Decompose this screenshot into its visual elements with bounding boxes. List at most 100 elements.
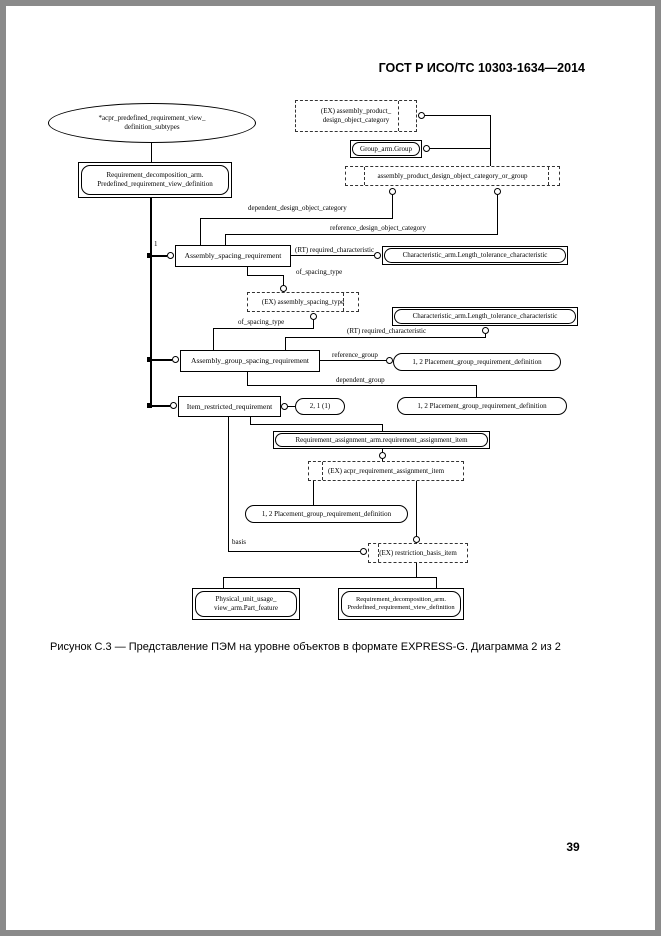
node-or-group-select: assembly_product_design_object_category_… [345,166,560,186]
connector-line [223,577,437,578]
relation-circle [418,112,425,119]
connector-line [382,459,383,461]
relation-circle [494,188,501,195]
page-header: ГОСТ Р ИСО/ТС 10303-1634—2014 [378,61,585,75]
node-req-decomp-top: Requirement_decomposition_arm. Predefine… [78,162,232,198]
connector-line [225,235,226,245]
node-text: Assembly_spacing_requirement [184,251,282,261]
connector-line [416,481,417,536]
connector-line [436,578,437,588]
node-physical-unit-part-feature: Physical_unit_usage_ view_arm.Part_featu… [192,588,300,620]
label-of-spacing-type-2: of_spacing_type [238,318,285,326]
node-text: (EX) restriction_basis_item [379,548,457,557]
node-text: Predefined_requirement_view_definition [97,180,213,188]
connector-line [247,267,248,275]
connector-line [200,218,393,219]
node-text: 1, 2 Placement_group_requirement_definit… [261,509,392,518]
node-placement-ref-3: 1, 2 Placement_group_requirement_definit… [245,505,408,523]
connector-line [247,372,248,385]
node-req-decomp-bottom: Requirement_decomposition_arm. Predefine… [338,588,464,620]
node-text: Group_arm.Group [360,144,412,153]
node-placement-ref-1: 1, 2 Placement_group_requirement_definit… [393,353,561,371]
label-dependent-design-object-category: dependent_design_object_category [248,204,347,212]
connector-line [151,143,152,162]
node-inner-frame: Characteristic_arm.Length_tolerance_char… [394,309,576,324]
junction-dot [147,357,152,362]
node-pageref-oval: 2, 1 (1) [295,398,345,415]
node-placement-ref-2: 1, 2 Placement_group_requirement_definit… [397,397,567,415]
label-reference-group: reference_group [332,351,378,359]
type-divider [343,293,344,311]
label-reference-design-object-category: reference_design_object_category [330,224,427,232]
connector-line [291,255,374,256]
connector-line [288,406,295,407]
node-inner-frame: Physical_unit_usage_ view_arm.Part_featu… [195,591,297,617]
node-text: (EX) assembly_product_ [320,107,392,116]
connector-line [497,195,498,234]
connector-line [425,115,490,116]
node-assembly-spacing-type: (EX) assembly_spacing_type [247,292,359,312]
relation-circle [423,145,430,152]
relation-circle [379,452,386,459]
connector-line [382,424,383,431]
relation-circle [360,548,367,555]
connector-line [228,551,360,552]
connector-line [392,195,393,218]
label-dependent-group: dependent_group [336,376,385,384]
type-divider [548,167,549,185]
node-text: Predefined_requirement_view_definition [347,604,455,611]
figure-caption: Рисунок С.3 — Представление ПЭМ на уровн… [50,641,561,653]
node-restriction-basis-item: (EX) restriction_basis_item [368,543,468,563]
node-text: definition_subtypes [124,123,180,131]
relation-circle [386,357,393,364]
node-text: design_object_category [322,116,390,124]
node-inner-frame: Requirement_assignment_arm.requirement_a… [275,433,488,447]
node-inner-frame: Requirement_decomposition_arm. Predefine… [81,165,229,195]
connector-line [247,385,477,386]
label-basis: basis [232,538,246,546]
connector-line [416,563,417,577]
connector-line [250,417,251,424]
junction-dot [147,403,152,408]
relation-circle [374,252,381,259]
node-text: Item_restricted_requirement [186,401,273,411]
node-assembly-product-doc: (EX) assembly_product_ design_object_cat… [295,100,417,132]
connector-line [228,417,229,551]
relation-circle [482,327,489,334]
connector-line [476,385,477,397]
node-text: Requirement_assignment_arm.requirement_a… [295,435,468,444]
node-text: 1, 2 Placement_group_requirement_definit… [417,401,547,410]
node-group-arm-group: Group_arm.Group [350,140,422,158]
type-divider [322,462,323,480]
type-divider [364,167,365,185]
node-text: (EX) acpr_requirement_assignment_item [327,466,445,475]
connector-line [250,424,383,425]
node-text: assembly_product_design_object_category_… [377,171,528,180]
node-text: Requirement_decomposition_arm. [355,595,447,603]
connector-line [313,320,314,328]
node-text: Assembly_group_spacing_requirement [191,356,309,366]
type-divider [398,101,399,131]
paper-background [6,6,655,930]
relation-circle [310,313,317,320]
relation-circle [172,356,179,363]
connector-line [213,329,214,350]
connector-line [490,115,491,166]
node-inner-frame: Characteristic_arm.Length_tolerance_char… [384,248,566,263]
connector-line [283,275,284,286]
node-acpr-requirement-assignment-item: (EX) acpr_requirement_assignment_item [308,461,464,481]
connector-line [313,481,314,505]
node-text: Requirement_decomposition_arm. [106,171,204,180]
subtype-branch-line [151,405,170,407]
node-requirement-assignment-item: Requirement_assignment_arm.requirement_a… [273,431,490,449]
page-number: 39 [566,840,580,854]
connector-line [200,219,201,245]
connector-line [285,338,286,350]
node-item-restricted-requirement: Item_restricted_requirement [178,396,281,417]
node-characteristic-2: Characteristic_arm.Length_tolerance_char… [392,307,578,326]
node-text: (EX) assembly_spacing_type [261,297,345,306]
label-rt-required-characteristic-2: (RT) required_characteristic [347,327,427,335]
connector-line [430,148,490,149]
node-inner-frame: Requirement_decomposition_arm. Predefine… [341,591,461,617]
node-assembly-spacing-requirement: Assembly_spacing_requirement [175,245,291,267]
